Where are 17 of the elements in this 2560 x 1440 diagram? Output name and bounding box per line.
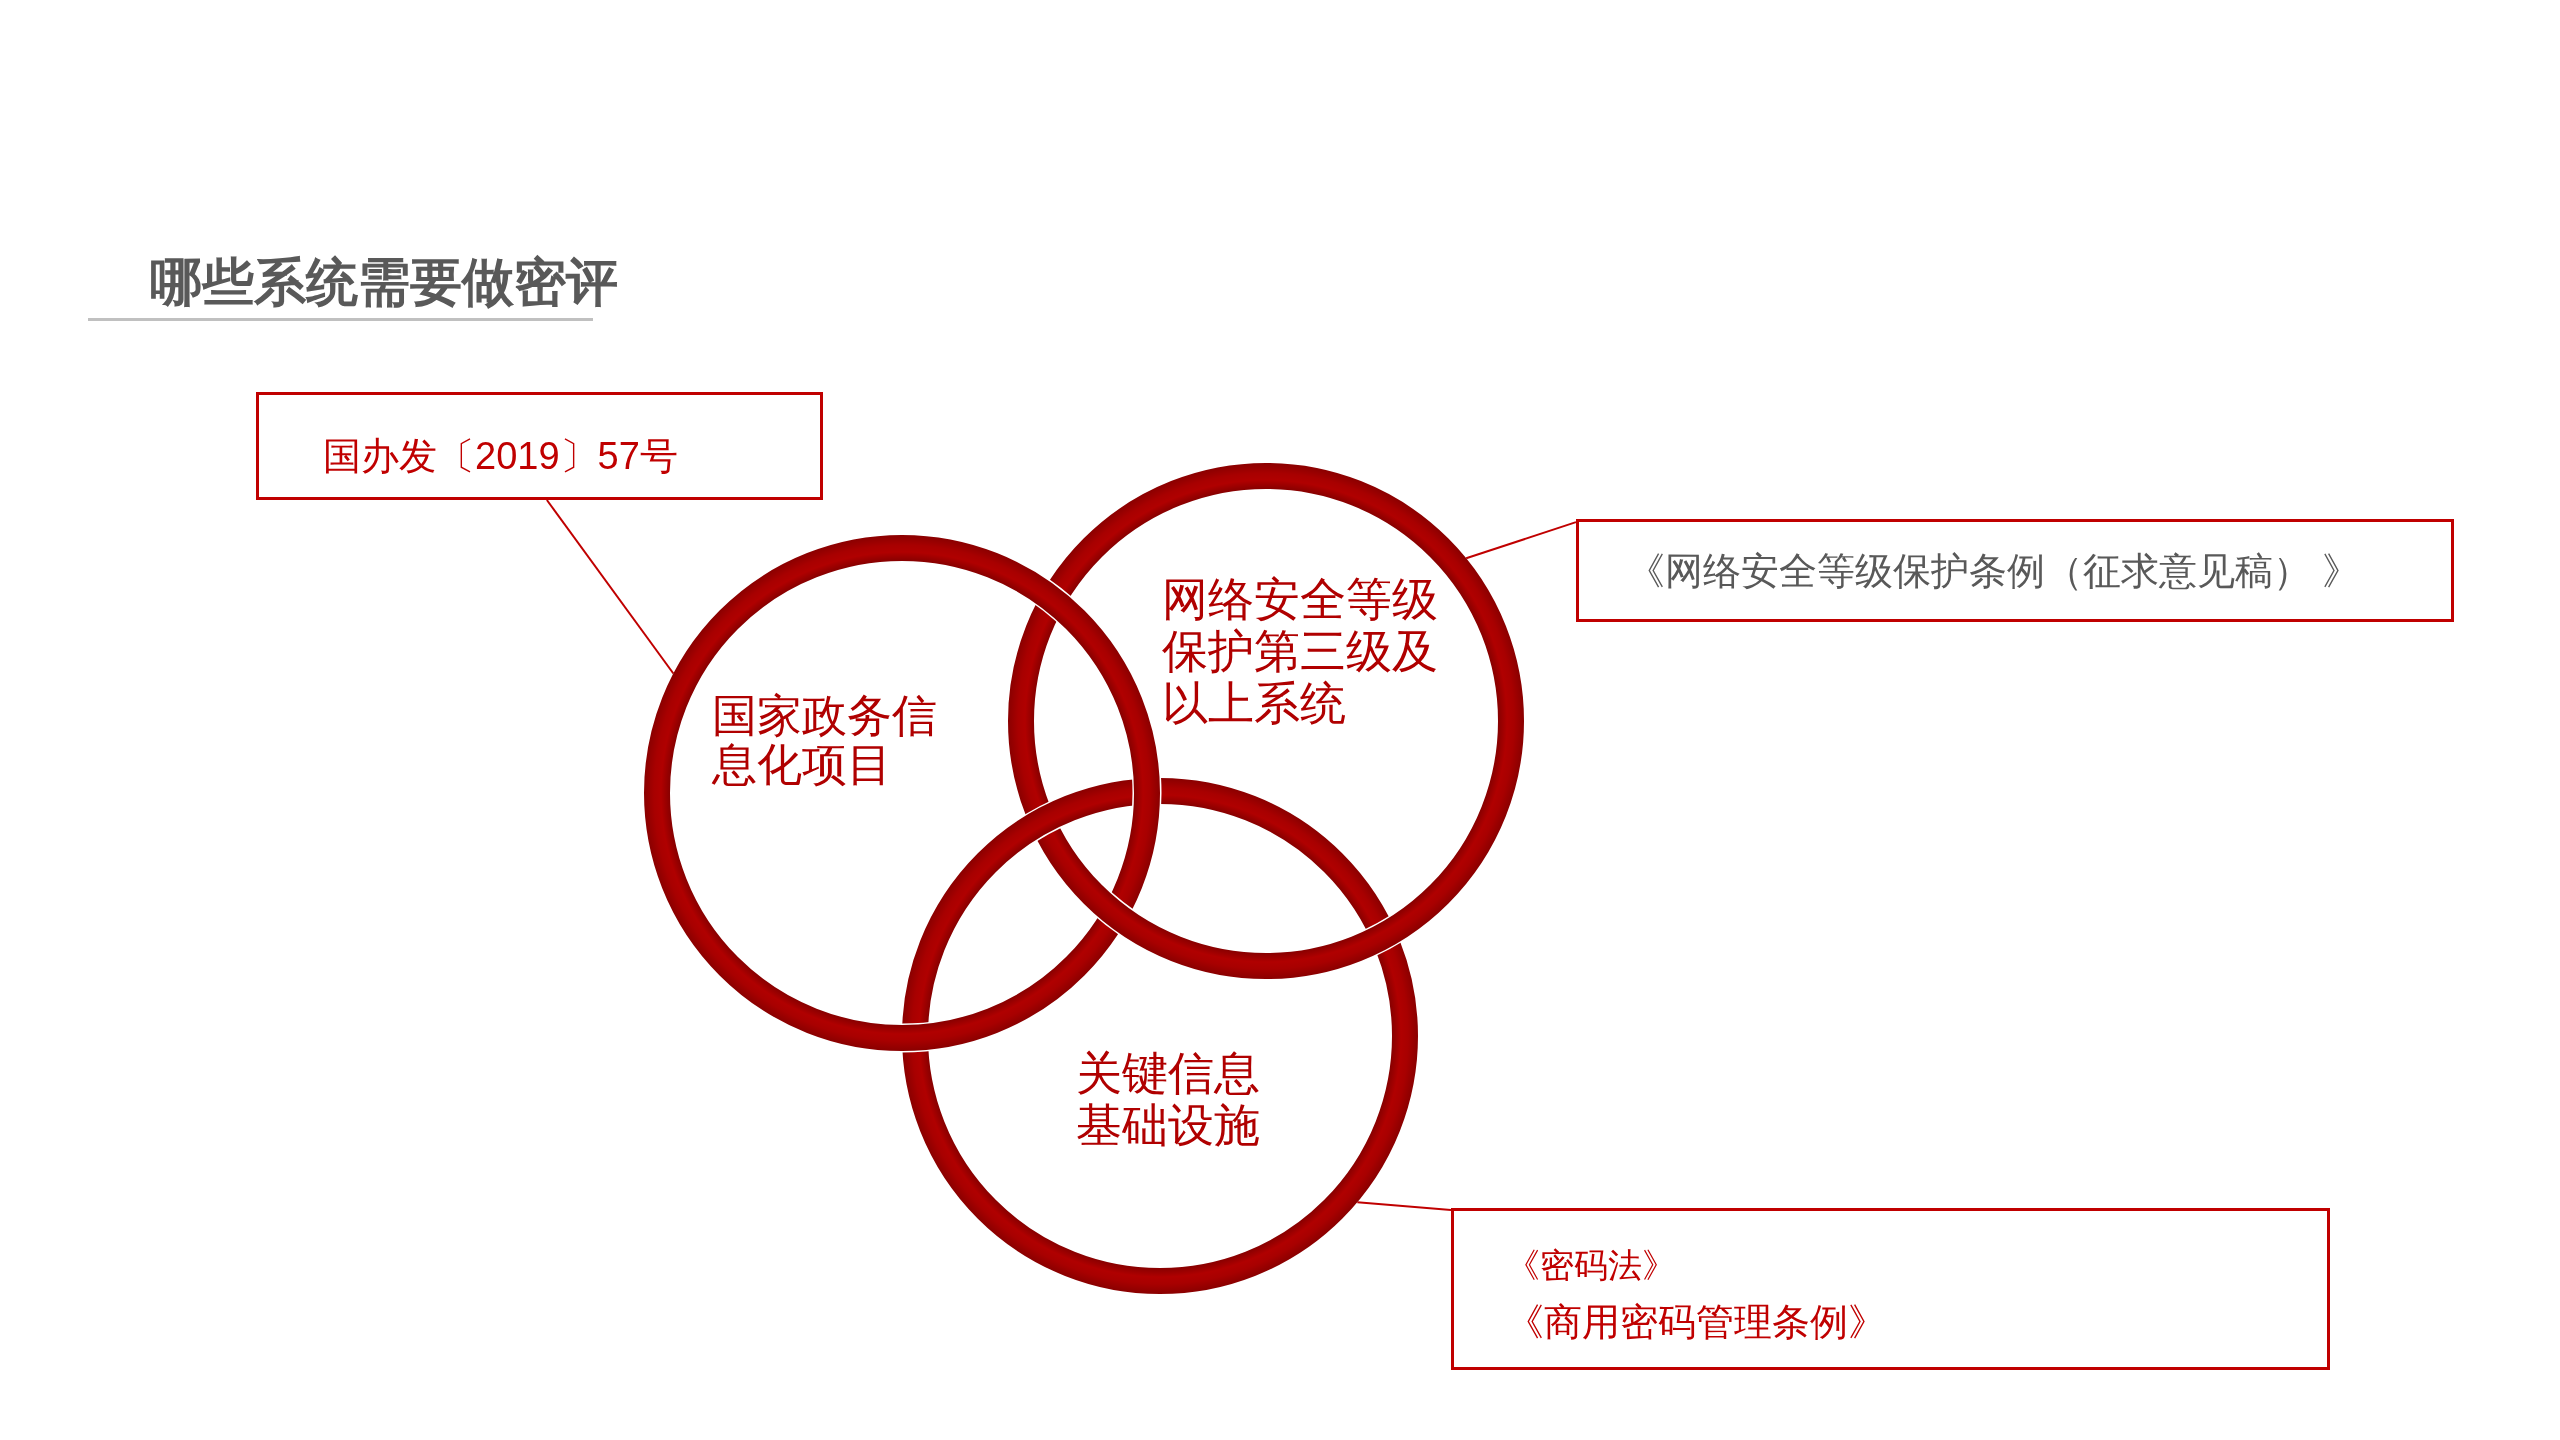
- callout-box: [1576, 519, 2454, 622]
- leader-line: [1465, 521, 1577, 560]
- ring-label: 关键信息基础设施: [1076, 1048, 1261, 1152]
- ring-label: 国家政务信息化项目: [712, 692, 938, 790]
- callout-text: 《网络安全等级保护条例（征求意见稿） 》: [1627, 548, 2360, 594]
- ring-label: 网络安全等级保护第三级及以上系统: [1162, 574, 1439, 730]
- ring: [644, 535, 1160, 1051]
- callout-text: 国办发〔2019〕57号: [323, 434, 678, 479]
- leader-line: [1356, 1201, 1452, 1211]
- callout-text: 《密码法》: [1506, 1245, 1676, 1286]
- title: 哪些系统需要做密评: [150, 252, 618, 313]
- ring: [902, 778, 1418, 1294]
- callout-box: [256, 392, 823, 500]
- leader-line: [545, 499, 675, 675]
- callout-box: [1451, 1208, 2330, 1370]
- callout-text: 《商用密码管理条例》: [1506, 1300, 1886, 1345]
- ring: [1008, 463, 1524, 979]
